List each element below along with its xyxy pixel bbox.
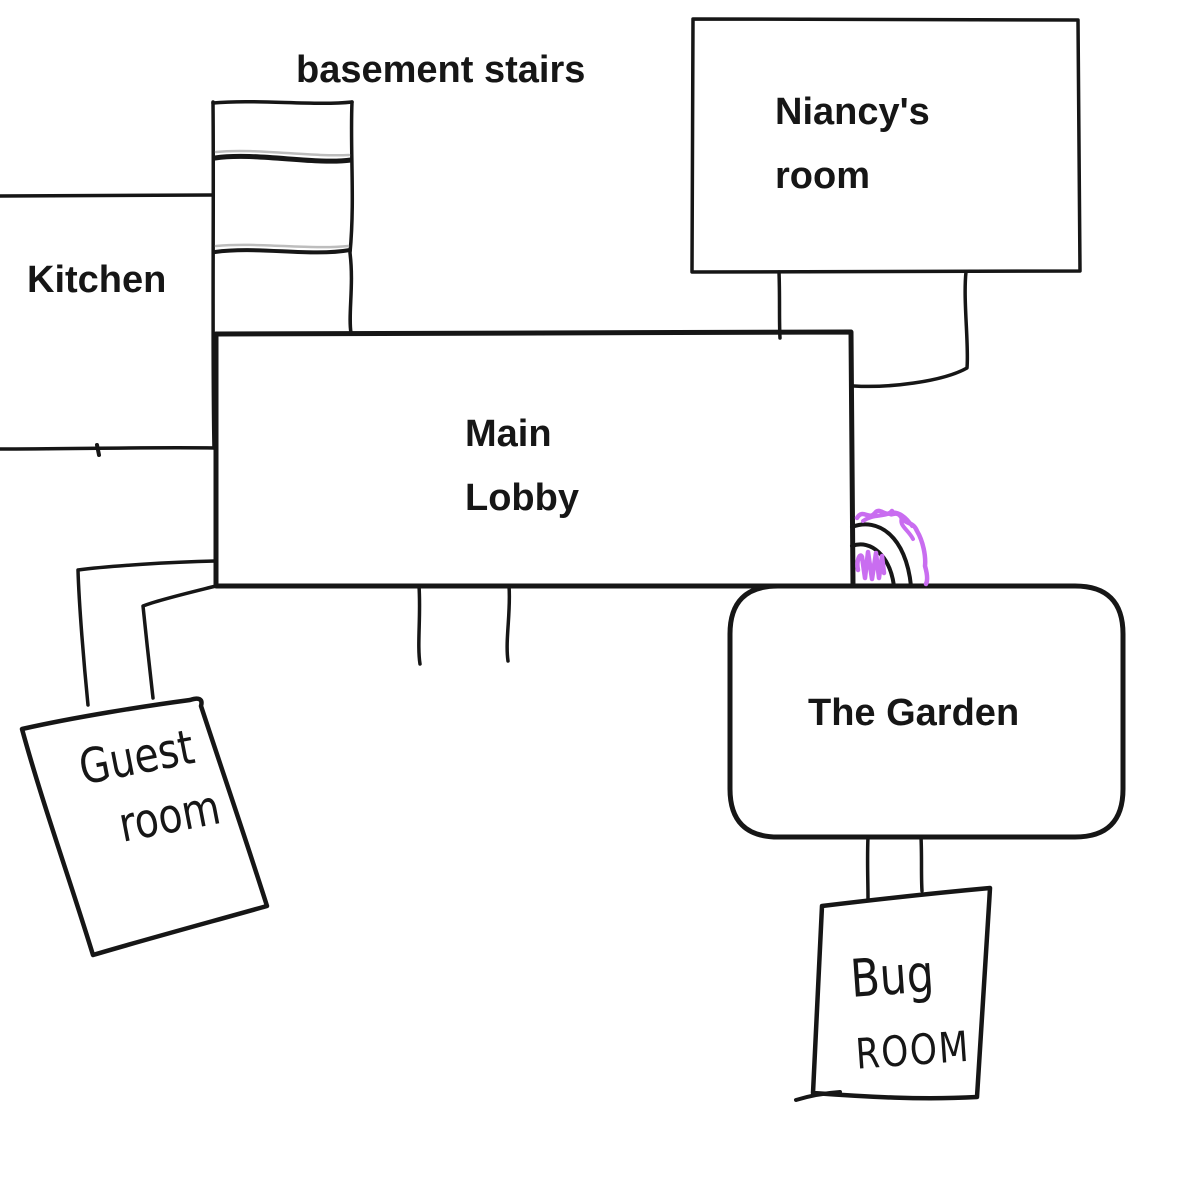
bug-corridor-right-wall xyxy=(919,835,924,893)
niancys-corridor-right-wall xyxy=(852,270,970,389)
kitchen-label: Kitchen xyxy=(27,259,167,301)
basement-stairs-room-shape xyxy=(211,99,355,450)
kitchen-wall-tick xyxy=(95,443,101,457)
stairs-top-wall xyxy=(211,99,354,106)
stair-tread xyxy=(212,153,354,164)
stairs-right-wall xyxy=(348,100,355,335)
door-swing-arcs xyxy=(850,522,913,588)
guest-room-outline xyxy=(19,696,270,958)
bug-corridor-shape xyxy=(865,835,924,901)
basement-stairs-label: basement stairs xyxy=(296,49,586,91)
bug-room-label: Bug ROOM xyxy=(848,934,997,1079)
guest-corridor-inner-wall xyxy=(141,584,218,700)
bug-room-outline xyxy=(810,885,993,1101)
garden-room-shape xyxy=(727,583,1126,840)
lobby-doorway-tick xyxy=(417,584,422,666)
door-arc-outer xyxy=(850,522,913,588)
lobby-doorway-tick xyxy=(505,584,512,663)
niancys-room-label-line2: room xyxy=(775,155,870,197)
bug-room-shape xyxy=(794,885,993,1102)
niancys-room-label-line1: Niancy's xyxy=(775,91,930,133)
purple-highlighter-scribble xyxy=(854,508,930,587)
guest-corridor-outer-wall xyxy=(76,559,217,707)
main-lobby-label-line1: Main xyxy=(465,413,552,455)
stair-tread-ghost xyxy=(214,149,351,157)
niancys-room-label: Niancy's room xyxy=(775,80,930,208)
guest-room-shape xyxy=(19,696,270,958)
main-lobby-label-line2: Lobby xyxy=(465,477,579,519)
bug-room-label-line1: Bug xyxy=(848,944,936,1010)
stair-tread xyxy=(213,248,352,255)
garden-label: The Garden xyxy=(808,692,1020,734)
kitchen-room-shape xyxy=(0,193,217,457)
niancys-corridor-left-wall xyxy=(777,270,782,340)
bug-room-label-line2: ROOM xyxy=(853,1021,972,1079)
garden-outline xyxy=(727,583,1126,840)
bug-room-overshoot-stroke xyxy=(794,1090,842,1102)
kitchen-top-wall xyxy=(0,193,215,198)
niancys-room-outline xyxy=(690,17,1082,274)
kitchen-bottom-wall xyxy=(0,445,217,451)
door-arc-inner xyxy=(850,542,896,588)
stair-tread-ghost xyxy=(214,243,350,249)
main-lobby-label: Main Lobby xyxy=(465,402,579,530)
stairs-left-wall xyxy=(211,100,216,450)
purple-zigzag xyxy=(855,549,887,582)
guest-corridor-shape xyxy=(76,559,218,707)
purple-scribble-overstroke xyxy=(861,510,915,541)
